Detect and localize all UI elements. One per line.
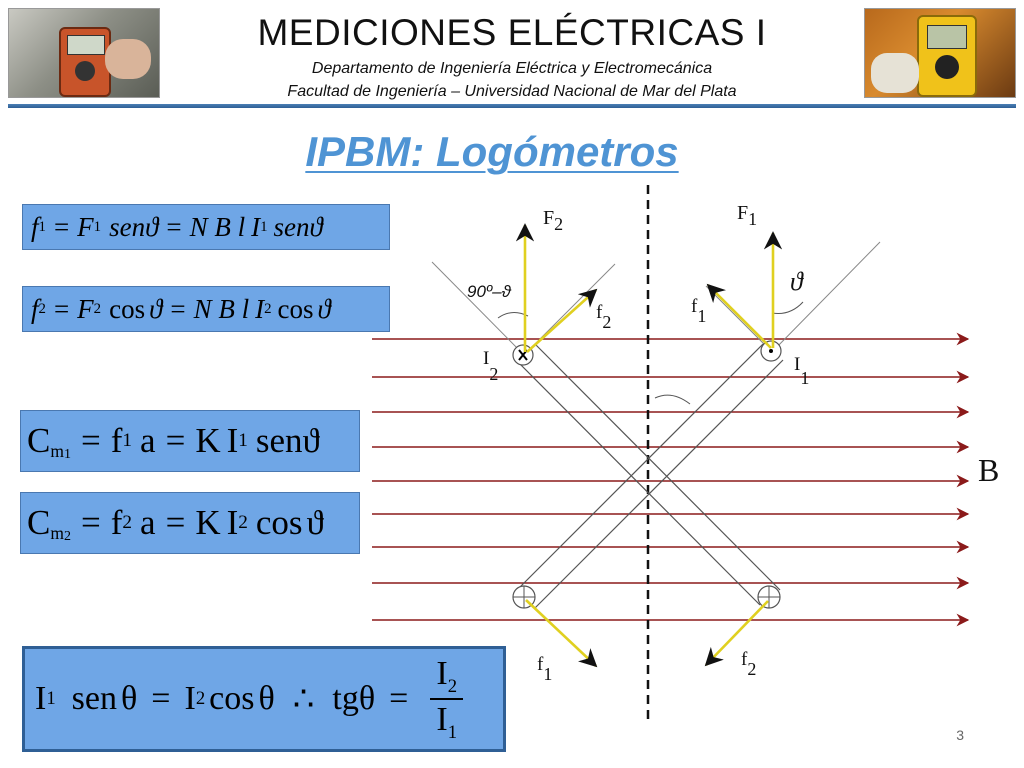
label-f1-bottom: f1: [537, 654, 552, 684]
label-angle-right: ϑ: [790, 267, 804, 296]
glove-shape: [871, 53, 919, 93]
vector-f1-top: [706, 283, 772, 349]
angle-arc-right: [771, 301, 804, 314]
header-rule: [8, 104, 1016, 108]
coil-bar-right: [516, 343, 784, 609]
faculty-name: Facultad de Ingeniería – Universidad Nac…: [287, 83, 737, 100]
multimeter-photo: [8, 8, 160, 98]
vector-f2-top: [526, 288, 598, 353]
hand-shape: [105, 39, 151, 79]
conductor-I1: [760, 340, 782, 362]
course-title: MEDICIONES ELÉCTRICAS I: [257, 12, 767, 53]
vector-f1-bottom: [525, 599, 598, 668]
angle-arc-left: [497, 312, 529, 319]
label-F1: F1: [737, 202, 757, 229]
multimeter-icon: [59, 27, 111, 97]
page-number: 3: [956, 727, 964, 743]
label-f1-top: f1: [691, 296, 706, 326]
slide-heading: IPBM: Logómetros: [305, 128, 679, 175]
coil-bar-left: [513, 343, 781, 606]
label-I2: I2: [483, 348, 498, 384]
vector-f2-bottom: [704, 600, 769, 667]
label-F2: F2: [543, 207, 563, 234]
clamp-meter-photo: [864, 8, 1016, 98]
department-name: Departamento de Ingeniería Eléctrica y E…: [311, 60, 713, 77]
label-I1: I1: [794, 354, 809, 388]
angle-arc-center: [654, 394, 691, 405]
label-f2-top: f2: [596, 302, 611, 332]
conductor-bottom-right: [757, 585, 781, 609]
label-field-B: B: [978, 452, 999, 488]
label-f2-bottom: f2: [741, 649, 756, 679]
label-angle-left: 90º–ϑ: [467, 282, 512, 301]
force-vectors: [515, 223, 783, 668]
fraction-I2-over-I1: I2 I1: [430, 655, 464, 743]
clamp-meter-icon: [917, 15, 977, 97]
